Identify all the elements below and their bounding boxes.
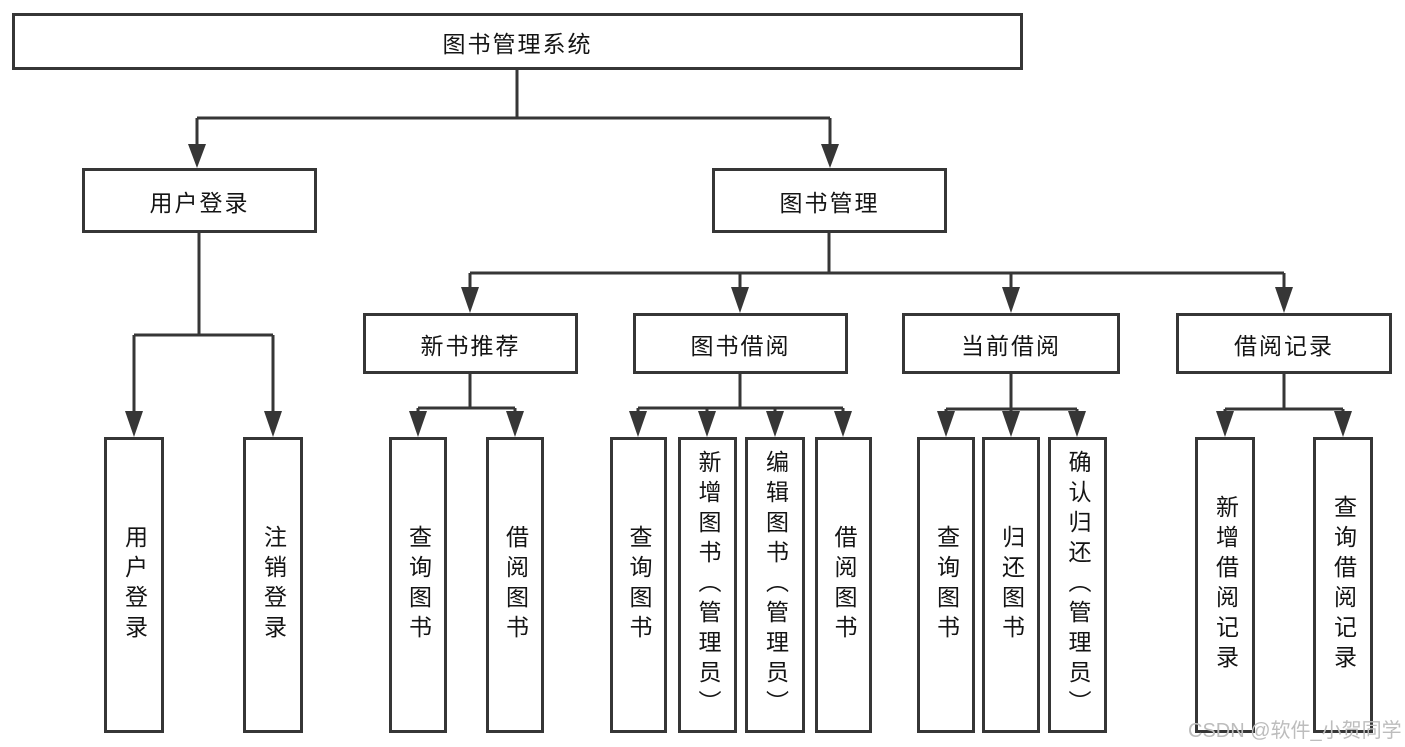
node-borrow-records: 借阅记录: [1176, 313, 1392, 374]
edge-user-login-to-leaves: [125, 233, 282, 437]
leaf-return-book-label: 归还图书: [998, 525, 1025, 645]
arrowhead-down-icon: [461, 287, 479, 313]
leaf-confirm-return-admin-label: 确认归还（管理员）: [1065, 450, 1091, 720]
node-book-management-label: 图书管理: [779, 189, 880, 216]
arrowhead-down-icon: [731, 287, 749, 313]
edge-book-management-to-level3: [461, 233, 1293, 313]
leaf-user-login: 用户登录: [104, 437, 164, 733]
node-new-book-recommend-label: 新书推荐: [420, 332, 521, 359]
node-current-borrow-label: 当前借阅: [961, 332, 1061, 359]
leaf-add-book-admin: 新增图书（管理员）: [678, 437, 737, 733]
arrowhead-down-icon: [1002, 411, 1020, 437]
leaf-add-book-admin-label: 新增图书（管理员）: [695, 450, 721, 720]
node-root-label: 图书管理系统: [442, 30, 593, 57]
leaf-query-borrow-record-label: 查询借阅记录: [1330, 495, 1357, 675]
leaf-query-borrow-record: 查询借阅记录: [1313, 437, 1373, 733]
leaf-confirm-return-admin: 确认归还（管理员）: [1048, 437, 1107, 733]
edge-current-borrow-to-leaves: [937, 374, 1086, 437]
watermark: CSDN @软件_小贺同学: [1188, 720, 1402, 742]
node-root: 图书管理系统: [12, 13, 1023, 70]
leaf-borrow-book-recommend-label: 借阅图书: [502, 525, 529, 645]
leaf-add-borrow-record: 新增借阅记录: [1195, 437, 1255, 733]
arrowhead-down-icon: [698, 411, 716, 437]
node-user-login: 用户登录: [82, 168, 317, 233]
arrowhead-down-icon: [409, 411, 427, 437]
edge-new-book-recommend-to-leaves: [409, 374, 524, 437]
arrowhead-down-icon: [937, 411, 955, 437]
arrowhead-down-icon: [125, 411, 143, 437]
leaf-query-book-borrow: 查询图书: [610, 437, 667, 733]
node-current-borrow: 当前借阅: [902, 313, 1120, 374]
leaf-query-book-recommend: 查询图书: [389, 437, 447, 733]
edge-borrow-records-to-leaves: [1216, 374, 1352, 437]
leaf-logout: 注销登录: [243, 437, 303, 733]
arrowhead-down-icon: [1068, 411, 1086, 437]
arrowhead-down-icon: [1002, 287, 1020, 313]
leaf-query-book-current: 查询图书: [917, 437, 975, 733]
arrowhead-down-icon: [188, 144, 206, 168]
edge-book-borrow-to-leaves: [629, 374, 852, 437]
arrowhead-down-icon: [264, 411, 282, 437]
arrowhead-down-icon: [629, 411, 647, 437]
leaf-query-book-recommend-label: 查询图书: [405, 525, 432, 645]
node-book-borrow-label: 图书借阅: [690, 332, 791, 359]
node-user-login-label: 用户登录: [149, 189, 250, 216]
leaf-borrow-book: 借阅图书: [815, 437, 872, 733]
arrowhead-down-icon: [1275, 287, 1293, 313]
leaf-query-book-borrow-label: 查询图书: [626, 525, 652, 645]
arrowhead-down-icon: [506, 411, 524, 437]
node-book-borrow: 图书借阅: [633, 313, 848, 374]
leaf-query-book-current-label: 查询图书: [933, 525, 960, 645]
leaf-edit-book-admin: 编辑图书（管理员）: [745, 437, 805, 733]
leaf-borrow-book-label: 借阅图书: [831, 525, 857, 645]
node-new-book-recommend: 新书推荐: [363, 313, 578, 374]
node-book-management: 图书管理: [712, 168, 947, 233]
arrowhead-down-icon: [834, 411, 852, 437]
leaf-logout-label: 注销登录: [260, 525, 287, 645]
edge-root-to-level2: [188, 70, 839, 168]
leaf-edit-book-admin-label: 编辑图书（管理员）: [762, 450, 789, 720]
leaf-borrow-book-recommend: 借阅图书: [486, 437, 544, 733]
arrowhead-down-icon: [766, 411, 784, 437]
leaf-add-borrow-record-label: 新增借阅记录: [1212, 495, 1239, 675]
arrowhead-down-icon: [821, 144, 839, 168]
arrowhead-down-icon: [1216, 411, 1234, 437]
leaf-return-book: 归还图书: [982, 437, 1040, 733]
arrowhead-down-icon: [1334, 411, 1352, 437]
node-borrow-records-label: 借阅记录: [1234, 332, 1334, 359]
leaf-user-login-label: 用户登录: [121, 525, 148, 645]
